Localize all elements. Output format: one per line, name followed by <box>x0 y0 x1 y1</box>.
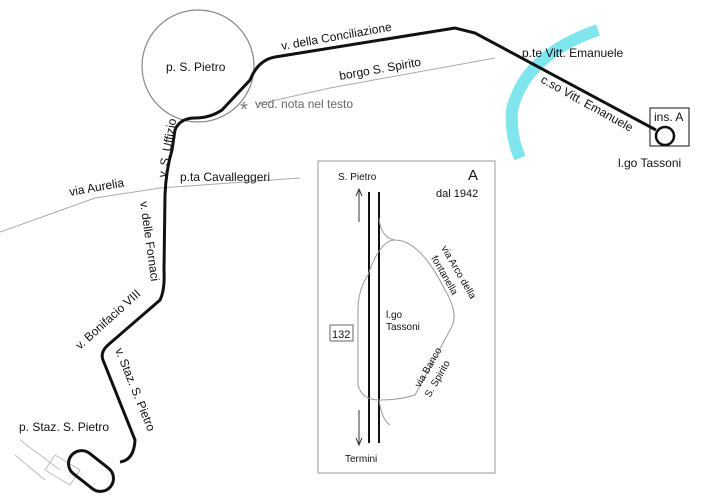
loop-street <box>357 217 455 426</box>
inset-south-label: Termini <box>345 454 377 465</box>
inset-square: l.go Tassoni <box>386 310 420 333</box>
label-note: ved. nota nel testo <box>255 97 353 111</box>
label-porta-cavalleggeri: p.ta Cavalleggeri <box>180 170 270 184</box>
label-via-bonifacio: v. Bonifacio VIII <box>73 287 144 353</box>
station-loop <box>67 449 115 493</box>
label-terminus-box: ins. A <box>654 110 683 124</box>
borgo-santo-spirito-street <box>257 57 496 105</box>
label-via-aurelia: via Aurelia <box>68 175 125 198</box>
north-arrow-icon <box>355 187 363 222</box>
inset-a: A dal 1942 S. Pietro Termini 132 l.go Ta… <box>317 160 496 474</box>
piazza-san-pietro-circle <box>141 9 255 123</box>
inset-period: dal 1942 <box>436 188 478 200</box>
terminus-circle <box>654 125 676 147</box>
label-via-uffizio: v. S. Uffizio <box>155 117 179 178</box>
south-arrow-icon <box>355 410 363 447</box>
label-via-stazione: v. Staz. S. Pietro <box>112 346 158 434</box>
label-largo-tassoni: l.go Tassoni <box>618 156 681 170</box>
inset-square-wrap: l.go Tassoni <box>386 310 420 333</box>
note-marker: * <box>240 99 248 121</box>
label-ponte-vitt-emanuele: p.te Vitt. Emanuele <box>522 46 624 60</box>
inset-north-label: S. Pietro <box>338 172 377 183</box>
via-aurelia-street <box>0 177 301 233</box>
station-tracks <box>14 439 81 486</box>
label-via-fornaci: v. delle Fornaci <box>137 200 162 282</box>
line-number: 132 <box>332 329 350 341</box>
line-number-box <box>329 324 354 342</box>
tram-route-line <box>100 26 657 464</box>
terminus-box <box>649 107 690 147</box>
inset-frame <box>317 160 496 474</box>
highlight-arc <box>505 24 600 161</box>
inset-letter: A <box>468 167 478 184</box>
label-piazza-stazione: p. Staz. S. Pietro <box>19 420 109 434</box>
label-piazza-san-pietro: p. S. Pietro <box>166 60 226 74</box>
label-corso-vitt-emanuele: c.so Vitt. Emanuele <box>539 72 636 134</box>
